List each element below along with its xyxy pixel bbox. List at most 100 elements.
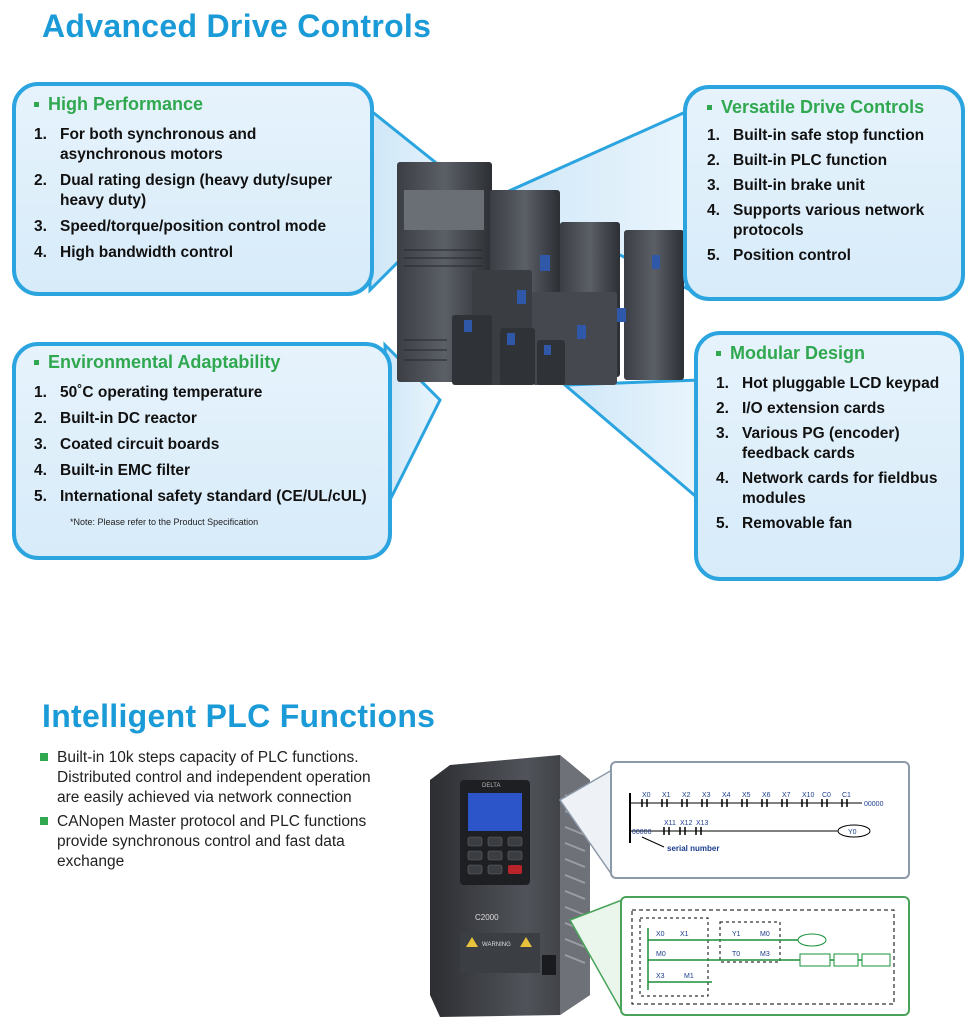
- ladder-output-label: Y0: [848, 829, 857, 836]
- item-number: 5.: [707, 247, 720, 264]
- item-number: 1.: [34, 126, 47, 143]
- item-number: 1.: [716, 375, 729, 392]
- ladder-caption: serial number: [667, 844, 719, 853]
- item-text: Supports various network protocols: [733, 202, 925, 239]
- ladder-contact-label: X11: [664, 820, 676, 827]
- list-item: 5. Removable fan: [716, 514, 952, 534]
- item-text: Built-in brake unit: [733, 177, 865, 194]
- bullet-text: Built-in 10k steps capacity of PLC funct…: [57, 749, 371, 806]
- item-number: 3.: [34, 436, 47, 453]
- item-text: Built-in DC reactor: [60, 410, 197, 427]
- item-text: Position control: [733, 247, 851, 264]
- ladder-contact-label: X4: [722, 792, 731, 799]
- card-heading-modular: Modular Design: [716, 343, 952, 364]
- list-item: 1. 50˚C operating temperature: [34, 383, 372, 403]
- ladder-label: M3: [760, 951, 770, 958]
- ladder-contact-label: C1: [842, 792, 851, 799]
- footnote: *Note: Please refer to the Product Speci…: [70, 517, 259, 527]
- ladder-contact-label: X7: [782, 792, 791, 799]
- card-heading-environmental: Environmental Adaptability: [34, 352, 372, 373]
- list-item: 2.Built-in DC reactor: [34, 409, 372, 429]
- ladder-contact-label: X3: [702, 792, 711, 799]
- list-item: 3. Coated circuit boards: [34, 435, 372, 455]
- ladder-label: X0: [656, 931, 665, 938]
- item-text: I/O extension cards: [742, 400, 885, 417]
- bullet-icon: [34, 102, 39, 107]
- ladder-label: X1: [680, 931, 689, 938]
- item-text: Built-in PLC function: [733, 152, 888, 169]
- green-square-bullet-icon: [40, 753, 48, 761]
- ladder-label: M1: [684, 973, 694, 980]
- item-text: Removable fan: [742, 515, 853, 532]
- item-number: 3.: [707, 177, 720, 194]
- device-warning-label: WARNING: [482, 942, 511, 948]
- card-environmental-adaptability: Environmental Adaptability 1. 50˚C operat…: [12, 342, 392, 560]
- device-brand-label: DELTA: [482, 783, 500, 789]
- item-number: 5.: [716, 515, 729, 532]
- card-heading-text: High Performance: [48, 94, 204, 114]
- card-modular-design: Modular Design 1. Hot pluggable LCD keypa…: [694, 331, 964, 581]
- item-number: 1.: [34, 384, 47, 401]
- feature-list: 1. 50˚C operating temperature 2.Built-in …: [34, 383, 372, 507]
- ladder-diagram-2-svg: X0X1M0X3M1Y1T0M0M3Y1TMRT0K10: [631, 909, 895, 1005]
- list-item: 1. Hot pluggable LCD keypad: [716, 374, 952, 394]
- item-text: Built-in EMC filter: [60, 462, 191, 479]
- item-number: 3.: [34, 218, 47, 235]
- card-heading-text: Environmental Adaptability: [48, 352, 281, 372]
- ladder-row-label: 00000: [632, 829, 652, 836]
- list-item: 3. Speed/torque/position control mode: [34, 217, 354, 237]
- list-item: 4.Network cards for fieldbus modules: [716, 469, 952, 509]
- device-model-label: C2000: [475, 913, 499, 922]
- ladder-label: Y1: [732, 931, 741, 938]
- item-number: 5.: [34, 488, 47, 505]
- ladder-label: M0: [760, 931, 770, 938]
- feature-list: 1.For both synchronous and asynchronous …: [34, 125, 354, 263]
- item-text: Dual rating design (heavy duty/super hea…: [60, 172, 333, 209]
- card-heading-text: Versatile Drive Controls: [721, 97, 925, 117]
- ladder-label: T0: [732, 951, 740, 958]
- ladder-contact-label: X5: [742, 792, 751, 799]
- drive-family-image: [397, 162, 684, 385]
- list-item: Built-in 10k steps capacity of PLC funct…: [40, 748, 380, 808]
- ladder-label: M0: [656, 951, 666, 958]
- item-text: 50˚C operating temperature: [60, 384, 263, 401]
- bullet-icon: [707, 105, 712, 110]
- list-item: 1.Built-in safe stop function: [707, 126, 951, 146]
- card-heading-high-performance: High Performance: [34, 94, 354, 115]
- feature-list: 1. Hot pluggable LCD keypad 2. I/O extensi…: [716, 374, 952, 534]
- ladder-output-label: 00000: [864, 801, 884, 808]
- item-number: 4.: [34, 462, 47, 479]
- ladder-contact-label: X1: [662, 792, 671, 799]
- ladder-label: X3: [656, 973, 665, 980]
- item-text: International safety standard (CE/UL/cUL…: [60, 488, 367, 505]
- item-text: Various PG (encoder) feedback cards: [742, 425, 900, 462]
- item-text: Network cards for fieldbus modules: [742, 470, 938, 507]
- list-item: 2. I/O extension cards: [716, 399, 952, 419]
- card-high-performance: High Performance 1.For both synchronous …: [12, 82, 374, 296]
- item-number: 2.: [707, 152, 720, 169]
- item-text: High bandwidth control: [60, 244, 234, 261]
- item-number: 2.: [34, 172, 47, 189]
- bullet-icon: [34, 360, 39, 365]
- green-square-bullet-icon: [40, 817, 48, 825]
- ladder-contact-label: X2: [682, 792, 691, 799]
- card-versatile-drive-controls: Versatile Drive Controls 1.Built-in safe…: [683, 85, 965, 301]
- item-text: Speed/torque/position control mode: [60, 218, 327, 235]
- ladder-contact-label: X13: [696, 820, 709, 827]
- card-heading-versatile: Versatile Drive Controls: [707, 97, 951, 118]
- ladder-contact-label: X12: [680, 820, 693, 827]
- feature-list: 1.Built-in safe stop function 2. Built-in…: [707, 126, 951, 266]
- ladder-diagram-logic: X0X1M0X3M1Y1T0M0M3Y1TMRT0K10: [620, 896, 910, 1016]
- ladder-contact-label: X10: [802, 792, 815, 799]
- item-text: Coated circuit boards: [60, 436, 220, 453]
- item-number: 1.: [707, 127, 720, 144]
- bullet-icon: [716, 351, 721, 356]
- list-item: 4.Supports various network protocols: [707, 201, 951, 241]
- item-text: Hot pluggable LCD keypad: [742, 375, 940, 392]
- item-number: 2.: [716, 400, 729, 417]
- list-item: CANopen Master protocol and PLC function…: [40, 812, 380, 872]
- list-item: 2. Built-in PLC function: [707, 151, 951, 171]
- list-item: 3. Built-in brake unit: [707, 176, 951, 196]
